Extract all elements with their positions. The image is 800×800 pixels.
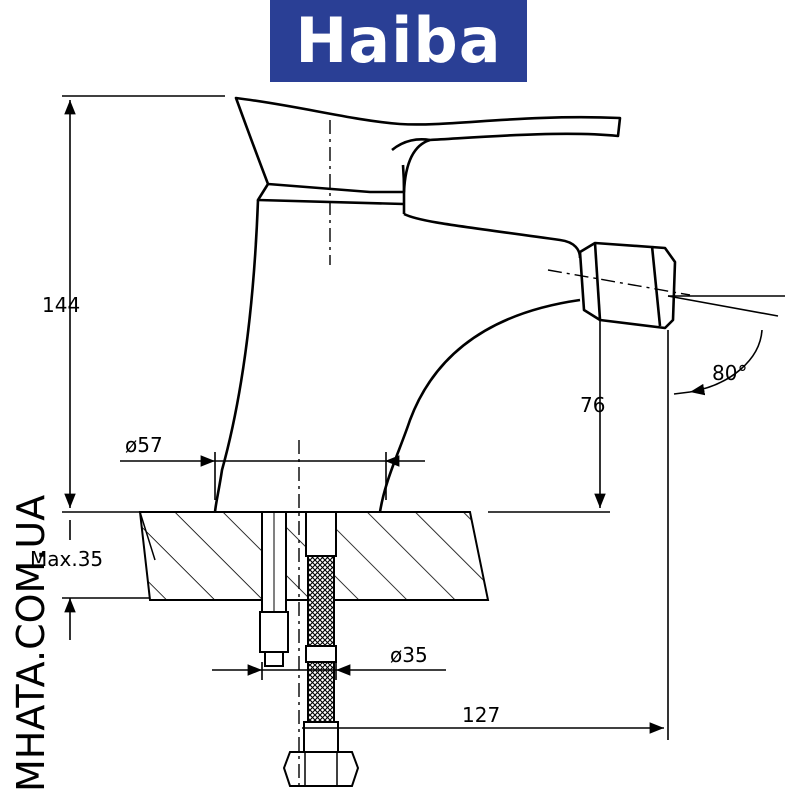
spray-axis [547,269,691,296]
faucet-body [213,96,677,513]
dimension-lines [62,95,785,740]
supply-hose [282,511,360,787]
site-watermark: MHATA.COM.UA [9,495,53,792]
mounting-hardware [259,511,289,667]
dim-max-thickness: Max.35 [30,547,103,571]
dim-spout-height: 76 [580,393,605,417]
brand-logo: Haiba [270,0,527,82]
dim-base-diameter: ø57 [125,433,163,457]
dim-angle: 80° [712,361,747,385]
dim-reach: 127 [462,703,500,727]
dim-total-height: 144 [42,293,80,317]
dim-hole-diameter: ø35 [390,643,428,667]
brand-name: Haiba [295,4,502,77]
